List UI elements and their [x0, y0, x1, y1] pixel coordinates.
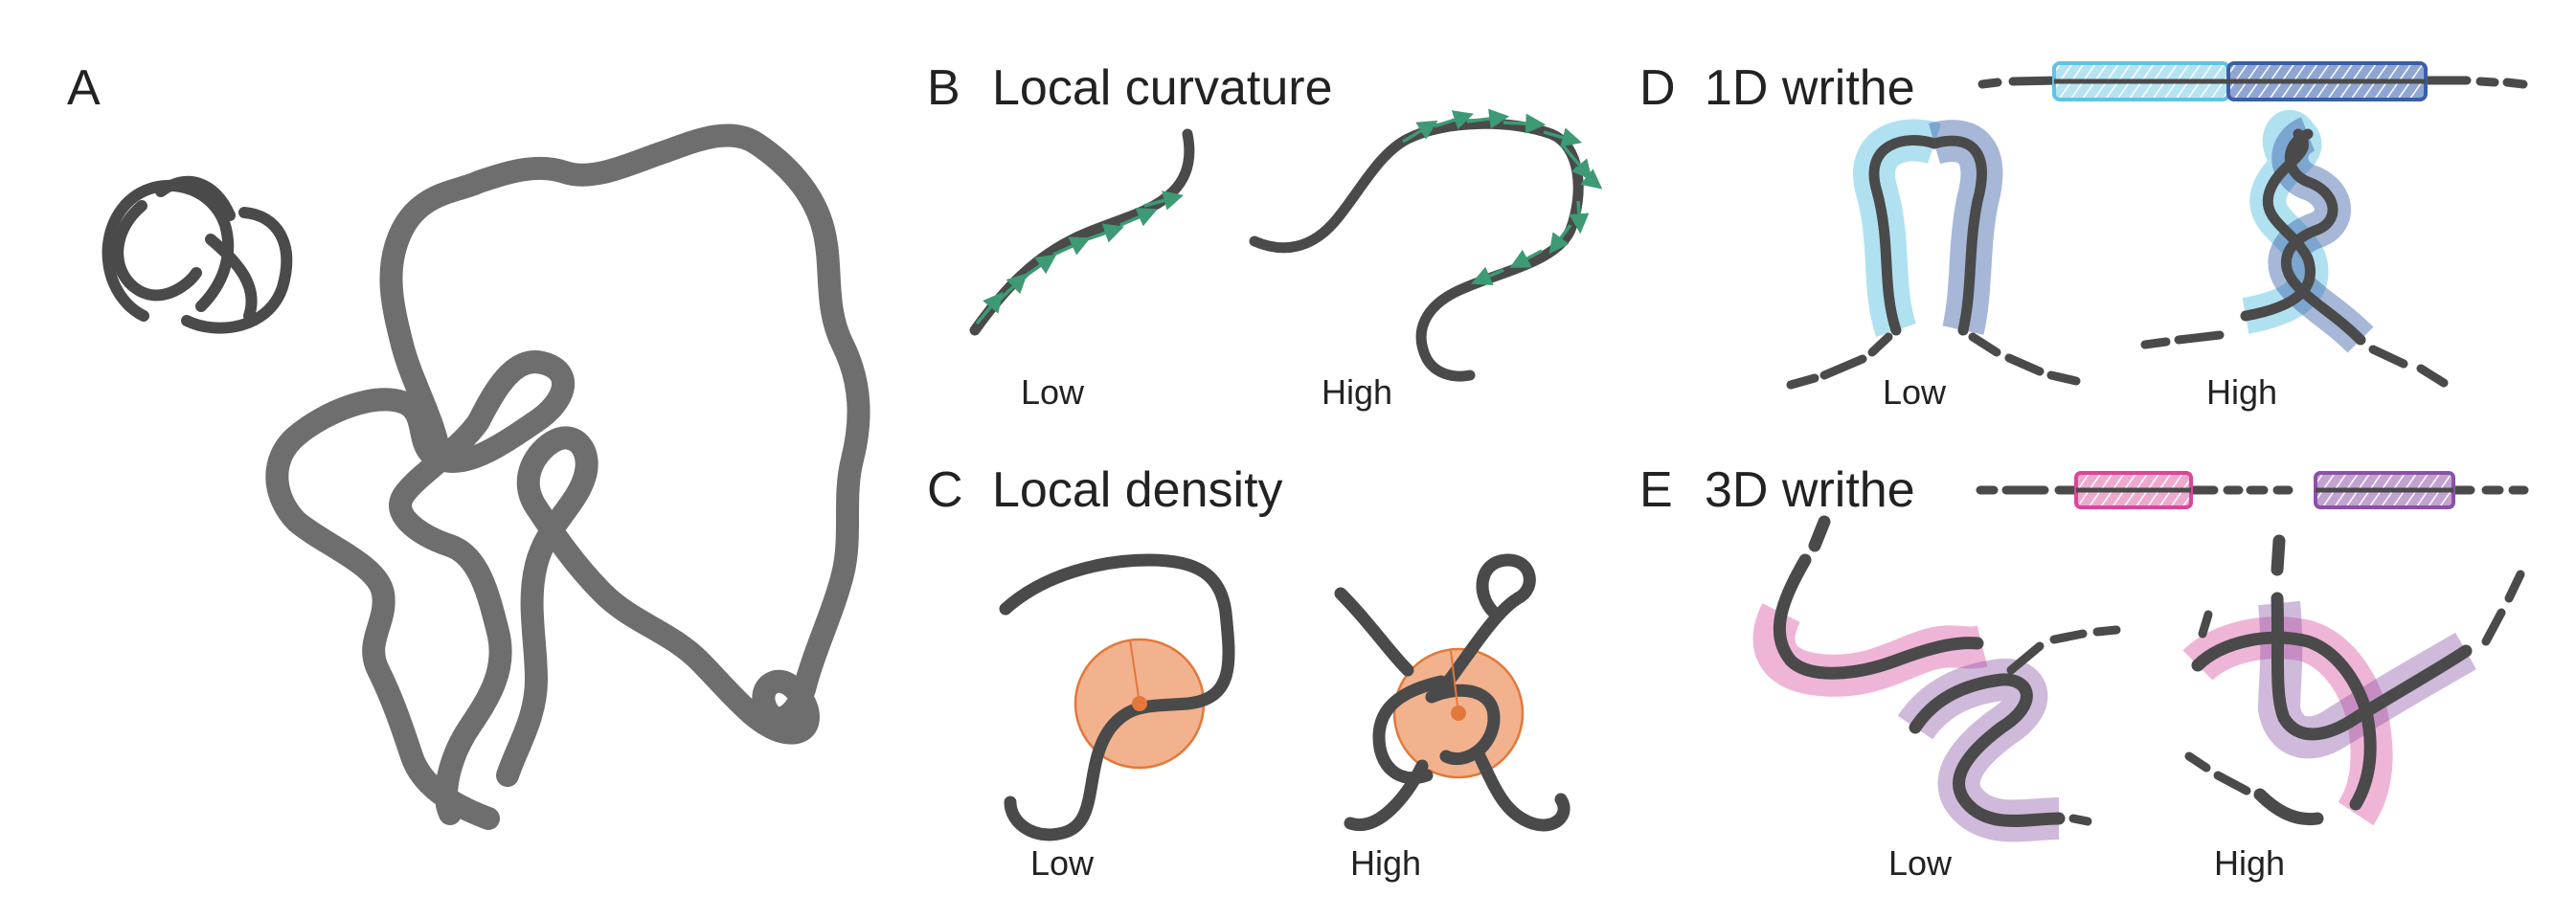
panel-letter-e: E: [1639, 462, 1673, 518]
panel-letter-c: C: [927, 462, 963, 518]
writhe-1d-sequence-bar: [1977, 61, 2528, 101]
writhe-3d-sequence-bar: [1976, 471, 2529, 509]
trefoil-knot-icon: [102, 175, 293, 334]
density-low-diagram: [999, 553, 1235, 841]
density-high-diagram: [1334, 553, 1570, 832]
curvature-high-curve: [1249, 108, 1603, 382]
writhe-1d-high-twist: [2140, 110, 2449, 388]
panel-title-c: Local density: [992, 462, 1283, 518]
panel-title-b: Local curvature: [992, 60, 1333, 116]
writhe-1d-low-hairpin: [1786, 119, 2081, 390]
panel-letter-b: B: [927, 60, 960, 116]
curvature-low-curve: [969, 128, 1195, 336]
label-d-low: Low: [1883, 372, 1947, 412]
label-b-low: Low: [1021, 372, 1085, 412]
writhe-3d-high-diagram: [2182, 534, 2525, 826]
label-c-high: High: [1350, 843, 1422, 883]
writhe-3d-low-diagram: [1752, 515, 2121, 842]
panel-title-d: 1D writhe: [1705, 60, 1915, 116]
label-d-high: High: [2206, 372, 2278, 412]
label-c-low: Low: [1030, 843, 1095, 883]
label-b-high: High: [1322, 372, 1393, 412]
panel-letter-a: A: [67, 60, 101, 116]
panel-letter-d: D: [1639, 60, 1676, 116]
panel-title-e: 3D writhe: [1705, 462, 1915, 518]
label-e-high: High: [2214, 843, 2286, 883]
polymer-chain: [265, 123, 870, 830]
label-e-low: Low: [1888, 843, 1953, 883]
